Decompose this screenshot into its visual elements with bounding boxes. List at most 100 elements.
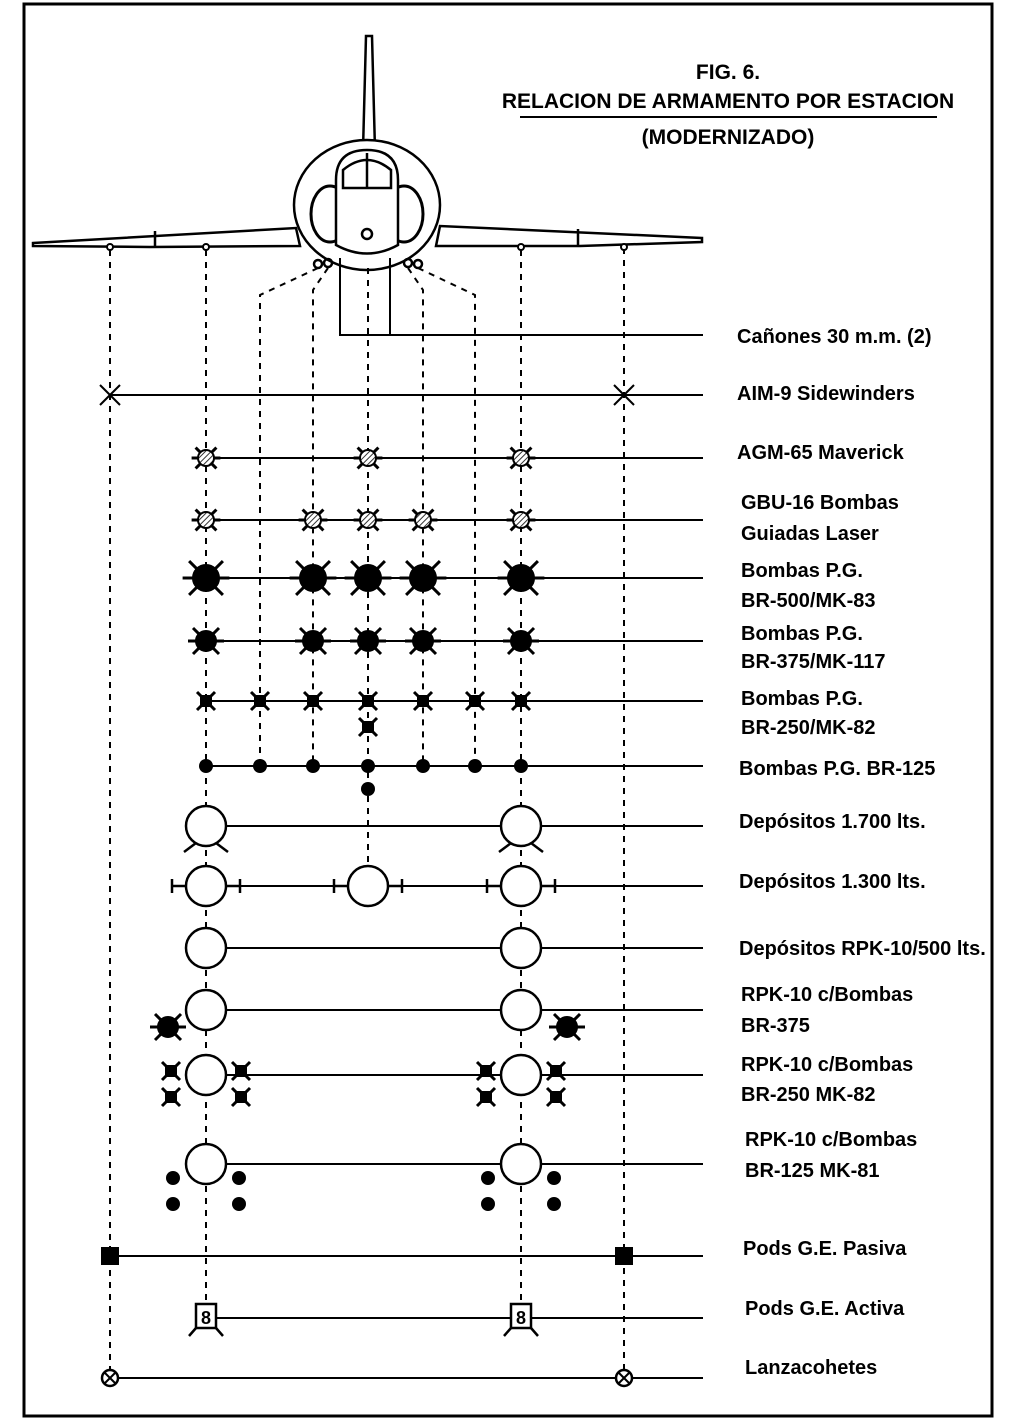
aim9-symbol-w1 (99, 384, 121, 406)
pylon-2 (202, 243, 210, 251)
wing-right (434, 224, 704, 248)
br375-symbol-f3 (405, 626, 441, 656)
pylon-1 (106, 243, 114, 251)
aim9-symbol-w4 (613, 384, 635, 406)
figure-title: RELACION DE ARMAMENTO POR ESTACION (502, 90, 954, 113)
br125-symbol-f3 (416, 759, 430, 773)
svg-text:8: 8 (516, 1308, 526, 1328)
label-br500-2: BR-500/MK-83 (741, 590, 875, 612)
br375-symbol-w2 (188, 626, 224, 656)
rpk375-symbol-w2 (184, 988, 228, 1032)
frame-border (22, 2, 994, 1418)
label-rpk375-2: BR-375 (741, 1015, 810, 1037)
dep1300-symbol-w3 (485, 864, 557, 908)
gbu16-symbol-w3 (506, 508, 536, 532)
row-labels: Cañones 30 m.m. (2) AIM-9 Sidewinders AG… (737, 326, 986, 1379)
label-rpk250-2: BR-250 MK-82 (741, 1084, 875, 1106)
br250-symbol-f1 (249, 690, 271, 712)
pods-pasiva-symbol-w4 (615, 1247, 633, 1265)
rpk125-symbol-w3-bomb-0 (481, 1171, 495, 1185)
label-lanzacohetes: Lanzacohetes (745, 1357, 877, 1379)
rpk250-symbol-w2-bomb-3 (230, 1086, 252, 1108)
rpk250-symbol-w3 (499, 1053, 543, 1097)
rpk250-symbol-w3-bomb-2 (545, 1060, 567, 1082)
br125-symbol-c (361, 759, 375, 773)
rpk125-symbol-w2 (184, 1142, 228, 1186)
station-line-f4 (417, 267, 476, 766)
br500-symbol-c (344, 560, 392, 596)
rpk250-symbol-w2 (184, 1053, 228, 1097)
figure-number: FIG. 6. (696, 61, 760, 84)
br500-symbol-w2 (182, 560, 230, 596)
dep1700-symbol-w2 (183, 804, 229, 853)
br500-symbol-w3 (497, 560, 545, 596)
label-gbu16-1: GBU-16 Bombas (741, 492, 899, 514)
br375-symbol-c (350, 626, 386, 656)
rpk250-symbol-w3-bomb-1 (475, 1086, 497, 1108)
br250-symbol-f4 (464, 690, 486, 712)
rpk500-symbol-w2 (184, 926, 228, 970)
label-br375-2: BR-375/MK-117 (741, 651, 886, 673)
br125-symbol-c-extra (361, 782, 375, 796)
label-rpk125-1: RPK-10 c/Bombas (745, 1129, 917, 1151)
br125-symbol-w2 (199, 759, 213, 773)
rpk125-symbol-w2-bomb-1 (166, 1197, 180, 1211)
br375-symbol-w3 (503, 626, 539, 656)
br125-symbol-w3 (514, 759, 528, 773)
label-dep1700: Depósitos 1.700 lts. (739, 811, 926, 833)
dep1300-symbol-w2 (170, 864, 242, 908)
label-br250-1: Bombas P.G. (741, 688, 863, 710)
rpk250-symbol-w2-bomb-2 (230, 1060, 252, 1082)
br250-symbol-c-extra (357, 716, 379, 738)
br500-symbol-f2 (289, 560, 337, 596)
gbu16-symbol-f2 (298, 508, 328, 532)
lanzacohetes-symbol-w4 (614, 1368, 634, 1388)
label-br375-1: Bombas P.G. (741, 623, 863, 645)
label-pods-pasiva: Pods G.E. Pasiva (743, 1238, 907, 1260)
label-pods-activa: Pods G.E. Activa (745, 1298, 905, 1320)
wing-left (31, 226, 302, 249)
pods-activa-symbol-w2: 8 (188, 1302, 224, 1337)
figure-subtitle: (MODERNIZADO) (642, 126, 815, 149)
rpk125-symbol-w3-bomb-2 (547, 1171, 561, 1185)
rpk250-symbol-w2-bomb-0 (160, 1060, 182, 1082)
label-guns: Cañones 30 m.m. (2) (737, 326, 932, 348)
svg-text:8: 8 (201, 1308, 211, 1328)
agm65-symbol-c (353, 446, 383, 470)
rpk250-symbol-w3-bomb-3 (545, 1086, 567, 1108)
rpk125-symbol-w2-bomb-0 (166, 1171, 180, 1185)
rpk125-symbol-w2-bomb-3 (232, 1197, 246, 1211)
vertical-fin (361, 34, 377, 152)
gbu16-symbol-f3 (408, 508, 438, 532)
agm65-symbol-w2 (191, 446, 221, 470)
station-line-f2 (312, 267, 329, 766)
label-gbu16-2: Guiadas Laser (741, 523, 879, 545)
station-line-f3 (407, 267, 424, 766)
gun-line-left (339, 258, 703, 336)
pods-pasiva-symbol-w1 (101, 1247, 119, 1265)
pods-activa-symbol-w3: 8 (503, 1302, 539, 1337)
rpk125-symbol-w3-bomb-1 (481, 1197, 495, 1211)
rpk375-symbol-w3-bomb (549, 1012, 585, 1042)
gbu16-symbol-c (353, 508, 383, 532)
station-line-f1 (259, 267, 319, 766)
br125-symbol-f1 (253, 759, 267, 773)
br250-symbol-f2 (302, 690, 324, 712)
dep1300-symbol-c (332, 864, 404, 908)
label-rpk375-1: RPK-10 c/Bombas (741, 984, 913, 1006)
rpk125-symbol-w3-bomb-3 (547, 1197, 561, 1211)
label-rpk125-2: BR-125 MK-81 (745, 1160, 879, 1182)
rpk125-symbol-w2-bomb-2 (232, 1171, 246, 1185)
br375-symbol-f2 (295, 626, 331, 656)
br125-symbol-f4 (468, 759, 482, 773)
aircraft-front-view (31, 34, 704, 272)
lanzacohetes-symbol-w1 (100, 1368, 120, 1388)
br250-symbol-c (357, 690, 379, 712)
br125-symbol-f2 (306, 759, 320, 773)
label-aim9: AIM-9 Sidewinders (737, 383, 915, 405)
pylon-3 (517, 243, 525, 251)
label-agm65: AGM-65 Maverick (737, 442, 905, 464)
br250-symbol-w2 (195, 690, 217, 712)
row-guide-lines (110, 394, 703, 1379)
